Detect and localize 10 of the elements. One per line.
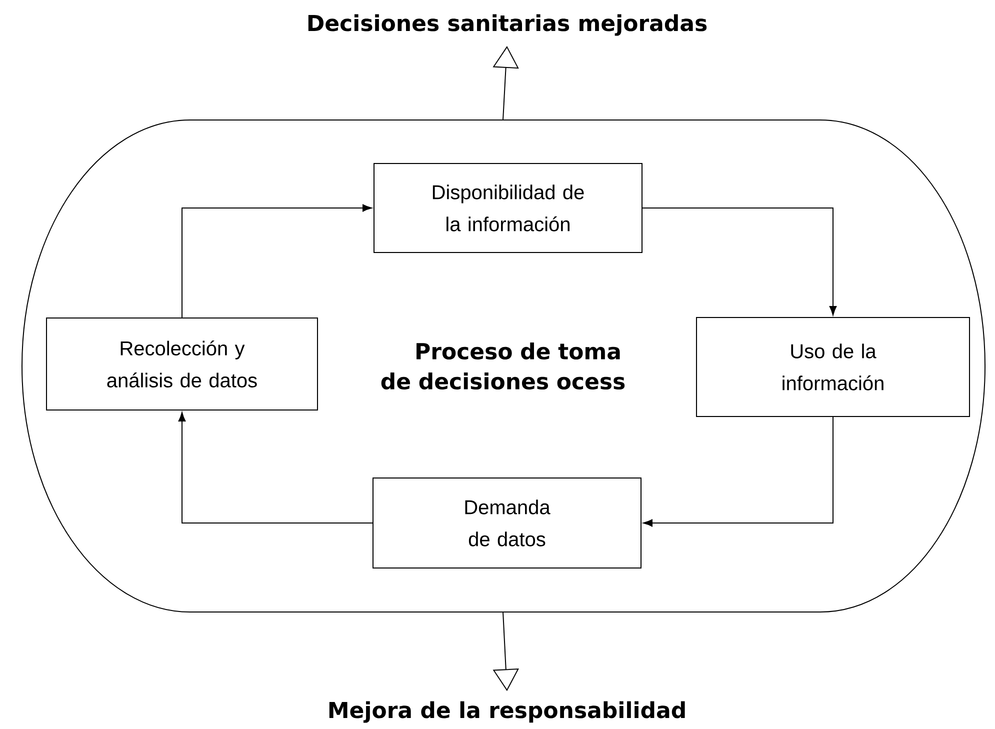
- process-box: Uso de la información: [696, 317, 970, 417]
- process-box: Disponibilidad de la información: [374, 163, 642, 253]
- process-box: Demanda de datos: [372, 478, 642, 568]
- arrow: [643, 416, 834, 527]
- arrow: [178, 412, 373, 524]
- heading: Decisiones sanitarias mejoradas: [308, 14, 707, 36]
- arrow: [182, 204, 372, 318]
- arrow: [642, 208, 837, 316]
- process-box: Recolección y análisis de datos: [46, 318, 318, 410]
- heading: Mejora de la responsabilidad: [329, 701, 685, 723]
